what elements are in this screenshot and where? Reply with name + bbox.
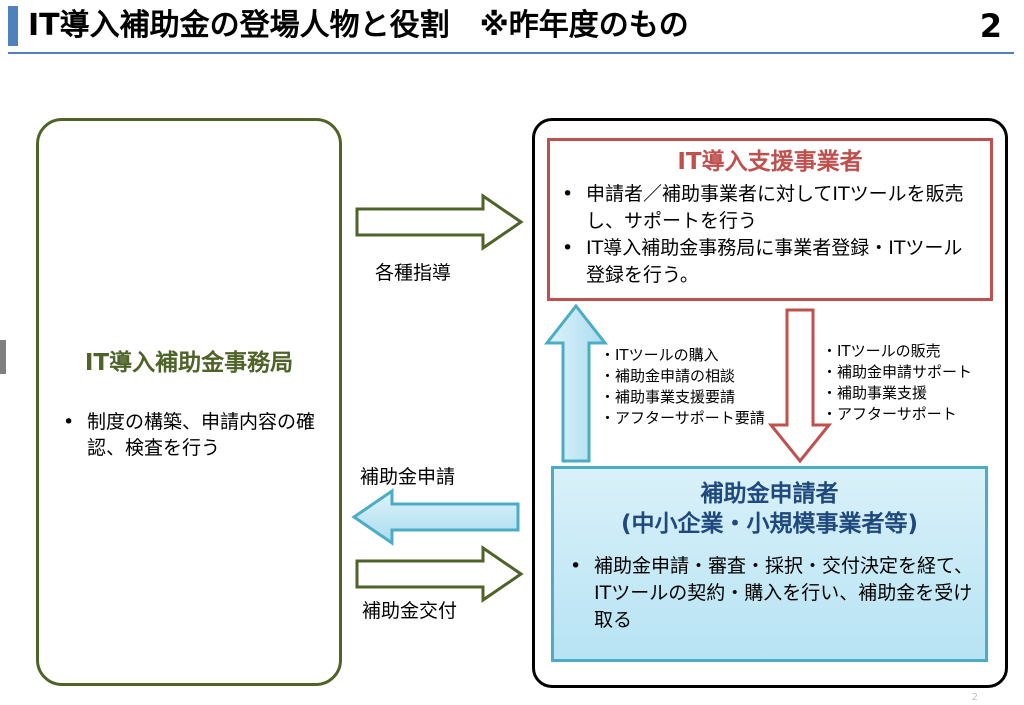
vendor-box: IT導入支援事業者 • 申請者／補助事業者に対してITツールを販売し、サポートを… [547,138,993,301]
office-box: IT導入補助金事務局 • 制度の構築、申請内容の確認、検査を行う [36,118,342,686]
footer-page-number: 2 [971,692,978,703]
down-arrow-icon [767,308,833,464]
office-bullet-item: • 制度の構築、申請内容の確認、検査を行う [57,409,327,461]
applicant-bullet-text: 補助金申請・審査・採択・交付決定を経て、ITツールの契約・購入を行い、補助金を受… [594,555,974,631]
left-edge-marker [0,340,6,374]
title-divider [8,52,1014,54]
vendor-title: IT導入支援事業者 [677,149,863,175]
to-vendor-item: ・アフターサポート要請 [600,409,765,427]
guidance-arrow-icon [355,193,524,251]
title-accent-bar [8,6,18,46]
to-applicant-item: ・補助事業支援 [822,384,928,402]
application-label: 補助金申請 [360,466,456,488]
applicant-box: 補助金申請者 (中小企業・小規模事業者等) • 補助金申請・審査・採択・交付決定… [551,466,988,662]
to-vendor-list: ・ITツールの購入 ・補助金申請の相談 ・補助事業支援要請 ・アフターサポート要… [600,345,765,429]
vendor-bullet-text: IT導入補助金事務局に事業者登録・ITツール登録を行う。 [586,237,963,286]
page-title: IT導入補助金の登場人物と役割 ※昨年度のもの [28,8,689,43]
guidance-label: 各種指導 [375,262,452,284]
to-vendor-item: ・ITツールの購入 [600,346,719,364]
applicant-title-line2: (中小企業・小規模事業者等) [620,511,919,537]
office-bullet-text: 制度の構築、申請内容の確認、検査を行う [87,411,316,459]
to-applicant-list: ・ITツールの販売 ・補助金申請サポート ・補助事業支援 ・アフターサポート [822,341,972,425]
grant-arrow-icon [355,545,524,603]
office-title: IT導入補助金事務局 [84,350,294,376]
applicant-title: 補助金申請者 (中小企業・小規模事業者等) [554,479,985,539]
page-number: 2 [979,7,1002,45]
applicant-bullet-item: • 補助金申請・審査・採択・交付決定を経て、ITツールの契約・購入を行い、補助金… [564,553,975,634]
up-arrow-icon [543,303,609,463]
vendor-bullet-item: • IT導入補助金事務局に事業者登録・ITツール登録を行う。 [556,235,980,289]
bullet-symbol: • [562,183,574,205]
bullet-symbol: • [63,411,75,433]
to-applicant-item: ・補助金申請サポート [822,363,973,381]
to-vendor-item: ・補助金申請の相談 [600,367,736,385]
vendor-bullet-list: • 申請者／補助事業者に対してITツールを販売し、サポートを行う • IT導入補… [550,181,990,289]
to-vendor-item: ・補助事業支援要請 [600,388,736,406]
applicant-title-line1: 補助金申請者 [700,481,839,507]
applicant-bullet-list: • 補助金申請・審査・採択・交付決定を経て、ITツールの契約・購入を行い、補助金… [554,553,985,634]
bullet-symbol: • [562,237,574,259]
vendor-bullet-item: • 申請者／補助事業者に対してITツールを販売し、サポートを行う [556,181,980,235]
bullet-symbol: • [570,555,582,577]
vendor-bullet-text: 申請者／補助事業者に対してITツールを販売し、サポートを行う [586,183,964,232]
grant-label: 補助金交付 [362,600,458,622]
to-applicant-item: ・アフターサポート [822,405,957,423]
office-bullet-list: • 制度の構築、申請内容の確認、検査を行う [57,409,327,461]
application-arrow-icon [351,488,520,546]
to-applicant-item: ・ITツールの販売 [822,342,941,360]
